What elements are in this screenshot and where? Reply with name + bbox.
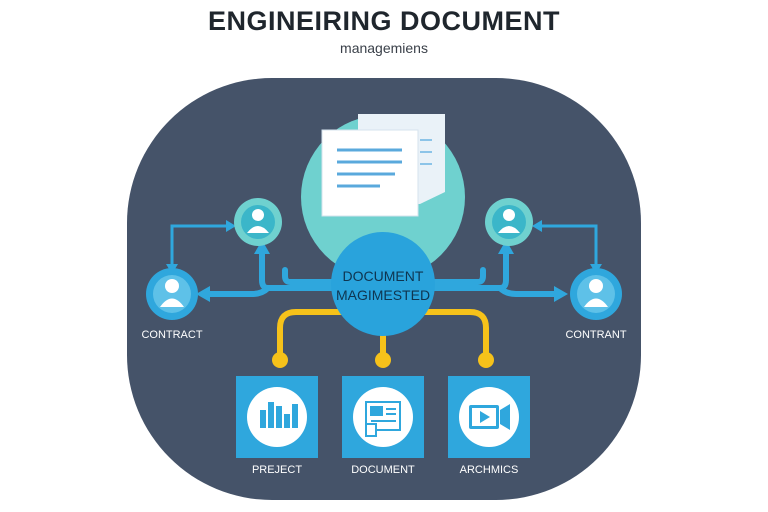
right-arrow-head: [554, 286, 568, 302]
person-node-right[interactable]: [570, 268, 622, 320]
page-title: ENGINEIRING DOCUMENT: [207, 6, 560, 36]
left-loop-connector: [170, 224, 228, 268]
person-icon: [589, 279, 603, 293]
bar-chart-icon: [260, 402, 298, 428]
person-node-left[interactable]: [146, 268, 198, 320]
right-connectors: [429, 247, 561, 297]
left-contact-label: CONTRACT: [141, 329, 202, 341]
right-loop-connector: [540, 224, 598, 268]
module-label-project: PREJECT: [252, 464, 302, 476]
module-tile-project[interactable]: [236, 376, 318, 458]
document-layout-icon: [365, 401, 401, 437]
hub-label-line2: MAGIMESTED: [336, 287, 430, 303]
person-icon: [165, 279, 179, 293]
left-up-arrow-head: [254, 240, 270, 254]
yellow-node-center: [375, 352, 391, 368]
document-management-hub[interactable]: [331, 232, 435, 336]
right-loop-arrow-top: [532, 220, 542, 232]
module-label-archives: ARCHMICS: [460, 464, 519, 476]
module-tile-document[interactable]: [342, 376, 424, 458]
left-connectors: [202, 247, 338, 297]
person-node-top-right[interactable]: [485, 198, 533, 246]
yellow-node-right: [478, 352, 494, 368]
hub-label-line1: DOCUMENT: [343, 268, 424, 284]
right-contact-label: CONTRANT: [565, 329, 626, 341]
person-icon: [503, 209, 515, 221]
video-icon: [469, 404, 510, 430]
right-up-arrow-head: [498, 240, 514, 254]
left-loop-arrow-top: [226, 220, 236, 232]
module-tile-archives[interactable]: [448, 376, 530, 458]
yellow-node-left: [272, 352, 288, 368]
person-icon: [252, 209, 264, 221]
left-arrow-head: [196, 286, 210, 302]
person-node-top-left[interactable]: [234, 198, 282, 246]
module-label-document: DOCUMENT: [351, 464, 415, 476]
document-stack-icon: [321, 114, 445, 217]
page-subtitle: managemiens: [340, 40, 428, 56]
